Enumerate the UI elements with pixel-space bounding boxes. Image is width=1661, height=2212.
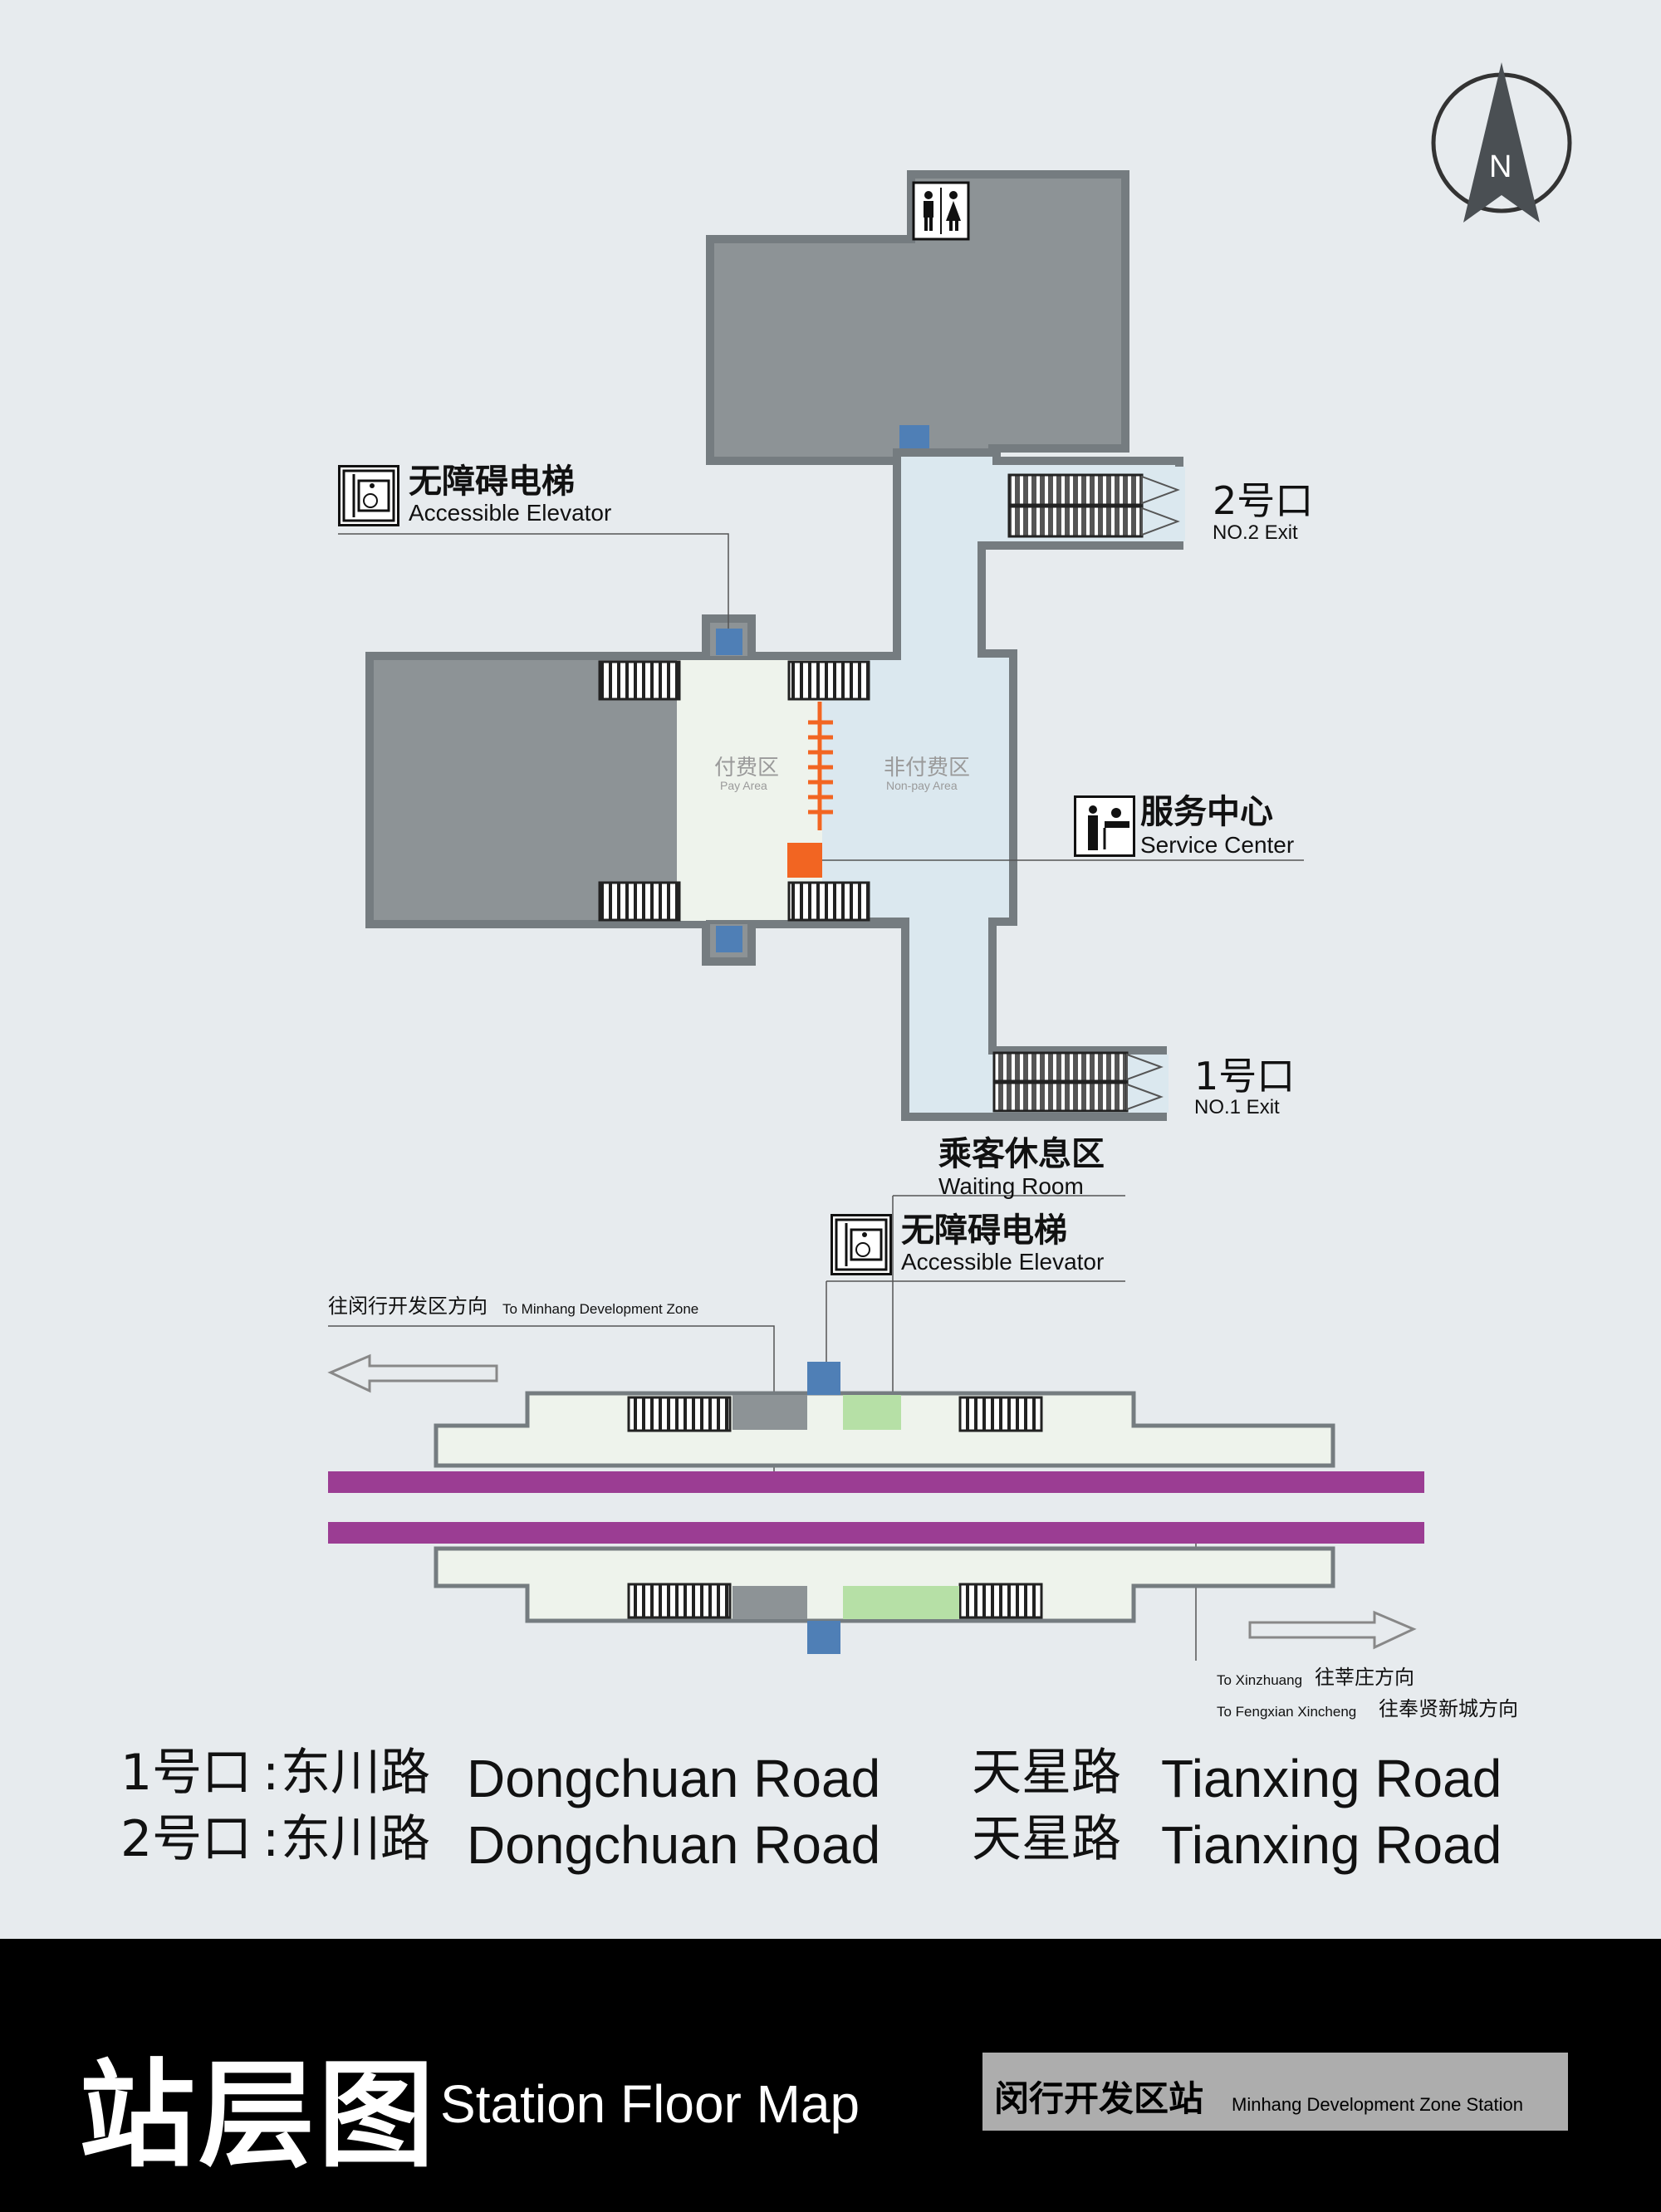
service-legend-cn: 服务中心 bbox=[1140, 793, 1273, 831]
nonpay-area bbox=[818, 448, 1183, 1121]
arrow-left-icon bbox=[327, 1353, 498, 1393]
compass-label: N bbox=[1489, 149, 1512, 184]
exit-list-row1-road1-en: Dongchuan Road bbox=[467, 1749, 881, 1808]
direction-east2-en: To Fengxian Xincheng bbox=[1217, 1704, 1357, 1720]
nonpay-area-label-en: Non-pay Area bbox=[886, 779, 958, 792]
waiting-room bbox=[843, 1395, 901, 1430]
elevator-west-top bbox=[716, 629, 742, 655]
accessible-elevator-icon-platform bbox=[830, 1214, 892, 1275]
exit2-label: 2号口 bbox=[1213, 478, 1314, 523]
stair-block bbox=[733, 1395, 807, 1430]
elevator-platform-cn: 无障碍电梯 bbox=[901, 1211, 1067, 1250]
service-center-icon bbox=[1074, 795, 1135, 857]
service-legend-en: Service Center bbox=[1140, 832, 1295, 858]
escalator-exit2 bbox=[1007, 473, 1144, 507]
direction-east1-cn: 往莘庄方向 bbox=[1315, 1666, 1414, 1689]
elevator-platform-en: Accessible Elevator bbox=[901, 1249, 1105, 1275]
service-center-block bbox=[787, 843, 822, 878]
arrow-right-icon bbox=[1248, 1610, 1417, 1650]
direction-west-en: To Minhang Development Zone bbox=[502, 1301, 699, 1317]
exit-list-row1-sep: : bbox=[262, 1744, 280, 1802]
escalator-exit1 bbox=[992, 1081, 1129, 1113]
nonpay-area-label: 非付费区 bbox=[884, 756, 971, 781]
north-building bbox=[706, 170, 1129, 465]
pay-area-label: 付费区 bbox=[714, 756, 780, 781]
station-name-cn: 闵行开发区站 bbox=[994, 2078, 1204, 2119]
escalator-platform bbox=[627, 1396, 732, 1432]
escalator-exit2 bbox=[1007, 505, 1144, 538]
elevator-west-bottom bbox=[716, 926, 742, 952]
fare-gates bbox=[808, 702, 833, 830]
accessible-elevator-icon bbox=[338, 465, 399, 526]
direction-east1-en: To Xinzhuang bbox=[1217, 1672, 1303, 1688]
exit-list-row2-sep: : bbox=[262, 1810, 280, 1868]
exit1-label: 1号口 bbox=[1194, 1054, 1296, 1099]
escalator-exit1 bbox=[992, 1051, 1129, 1083]
elevator-platform bbox=[807, 1362, 840, 1395]
toilet-icon bbox=[912, 181, 970, 241]
track bbox=[328, 1522, 1424, 1544]
exit-list-row1-road1-cn: 东川路 bbox=[281, 1744, 430, 1802]
station-map bbox=[327, 62, 1572, 1661]
escalator bbox=[598, 660, 681, 701]
waiting-room bbox=[843, 1586, 959, 1619]
direction-east2-cn: 往奉贤新城方向 bbox=[1379, 1697, 1518, 1720]
exit-list-row2-road2-cn: 天星路 bbox=[972, 1810, 1121, 1868]
exit-list-row2-road1-en: Dongchuan Road bbox=[467, 1815, 881, 1875]
escalator bbox=[787, 881, 870, 922]
exit-list-row1-road2-cn: 天星路 bbox=[972, 1744, 1121, 1802]
elevator-legend-cn: 无障碍电梯 bbox=[409, 462, 575, 501]
stair-block bbox=[733, 1586, 807, 1619]
exit1-label-en: NO.1 Exit bbox=[1194, 1096, 1280, 1118]
escalator-platform bbox=[958, 1583, 1043, 1619]
escalator-platform bbox=[958, 1396, 1043, 1432]
track bbox=[328, 1471, 1424, 1493]
compass-icon bbox=[1431, 62, 1572, 223]
station-name-en: Minhang Development Zone Station bbox=[1232, 2094, 1523, 2115]
escalator bbox=[787, 660, 870, 701]
pay-area-label-en: Pay Area bbox=[720, 779, 767, 792]
footer-title-cn: 站层图 bbox=[79, 2048, 439, 2184]
station-name-box: 闵行开发区站 Minhang Development Zone Station bbox=[982, 2053, 1568, 2131]
footer-bar: 站层图 Station Floor Map 闵行开发区站 Minhang Dev… bbox=[0, 1939, 1661, 2212]
waiting-room-label: 乘客休息区 bbox=[938, 1135, 1105, 1173]
exit-list-row1-road2-en: Tianxing Road bbox=[1161, 1749, 1502, 1808]
exit-list-row2-road2-en: Tianxing Road bbox=[1161, 1815, 1502, 1875]
exit-list-row2-exit: 2号口 bbox=[120, 1810, 252, 1868]
elevator-legend-en: Accessible Elevator bbox=[409, 500, 612, 526]
escalator bbox=[598, 881, 681, 922]
elevator-platform bbox=[807, 1621, 840, 1654]
exit-list-row2-road1-cn: 东川路 bbox=[281, 1810, 430, 1868]
direction-west-cn: 往闵行开发区方向 bbox=[328, 1294, 488, 1318]
waiting-room-label-en: Waiting Room bbox=[938, 1173, 1084, 1199]
escalator-platform bbox=[627, 1583, 732, 1619]
footer-title-en: Station Floor Map bbox=[440, 2074, 860, 2134]
exit2-label-en: NO.2 Exit bbox=[1213, 521, 1298, 544]
exit-list-row1-exit: 1号口 bbox=[120, 1744, 252, 1802]
